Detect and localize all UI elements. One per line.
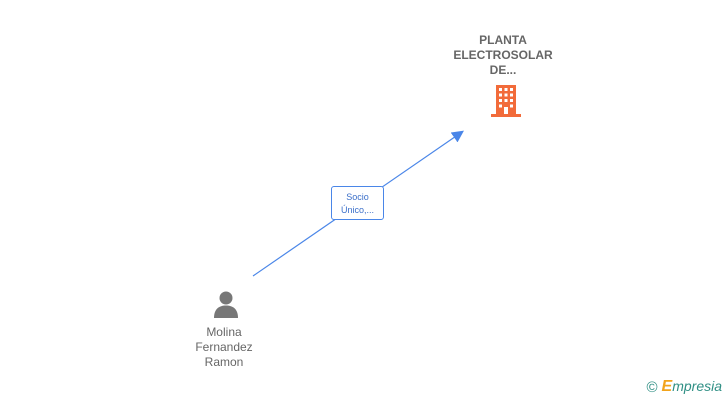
brand-initial: E	[661, 378, 673, 395]
empresia-watermark: © Empresia	[646, 378, 722, 396]
person-name-line-3: Ramon	[204, 355, 244, 369]
copyright-icon: ©	[646, 378, 658, 396]
company-name-line-2: ELECTROSOLAR	[453, 48, 553, 62]
building-icon[interactable]	[490, 84, 522, 118]
person-name-line-1: Molina	[206, 325, 242, 339]
company-name[interactable]: PLANTA ELECTROSOLAR DE...	[438, 33, 568, 78]
company-name-line-3: DE...	[489, 63, 517, 77]
person-name-line-2: Fernandez	[195, 340, 253, 354]
relation-label-line-1: Socio	[346, 192, 369, 202]
relation-label-line-2: Único,...	[340, 205, 374, 215]
relation-label[interactable]: Socio Único,...	[331, 186, 384, 220]
empresia-logo: Empresia	[662, 378, 722, 396]
person-name[interactable]: Molina Fernandez Ramon	[174, 325, 274, 370]
brand-rest: mpresia	[672, 378, 722, 394]
company-name-line-1: PLANTA	[479, 33, 527, 47]
person-icon[interactable]	[212, 290, 240, 318]
